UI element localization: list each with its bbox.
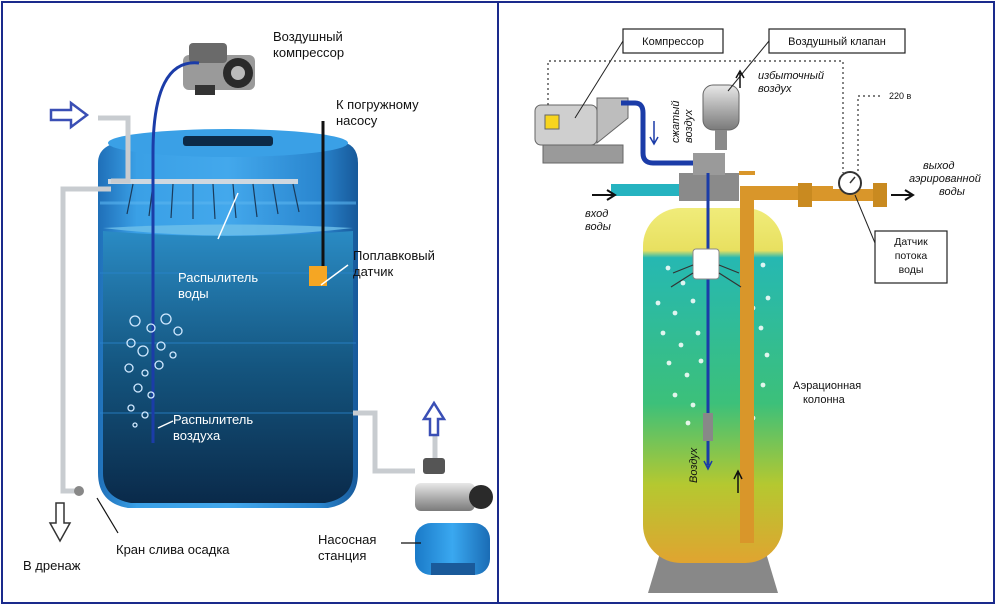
wiring-dotted	[547, 60, 844, 173]
air-compressor-icon	[183, 43, 255, 95]
sediment-valve-icon	[74, 486, 84, 496]
inlet-pipe	[611, 184, 697, 196]
label-drain: В дренаж	[23, 558, 81, 573]
inlet-arrow-icon	[49, 100, 90, 130]
pumping-station-icon	[415, 458, 493, 575]
water-tank	[98, 129, 358, 508]
label-sediment-valve: Кран слива осадка	[116, 542, 230, 557]
panel-divider	[497, 3, 499, 602]
spray-head	[692, 248, 720, 280]
float-sensor-icon	[309, 266, 327, 286]
drain-arrow-icon	[48, 502, 72, 543]
water-out-arrow-icon	[891, 189, 915, 201]
compressed-air-arrow-icon	[649, 121, 659, 146]
outlet-arrow-icon	[421, 400, 447, 437]
water-in-arrow-icon	[592, 189, 617, 201]
label-compressor: Компрессор	[642, 36, 704, 48]
compressor-icon	[534, 97, 629, 164]
air-valve-icon	[702, 84, 740, 150]
label-voltage: 220 в	[889, 91, 912, 101]
label-air: Воздух	[688, 447, 700, 483]
label-air-valve: Воздушный клапан	[788, 36, 886, 48]
air-bubbles	[124, 313, 183, 428]
excess-air-arrow-icon	[735, 69, 745, 88]
flow-sensor-box	[874, 230, 948, 284]
air-diffuser	[703, 413, 713, 441]
label-compressed-air: сжатыйвоздух	[670, 101, 695, 143]
air-hose	[151, 61, 200, 443]
